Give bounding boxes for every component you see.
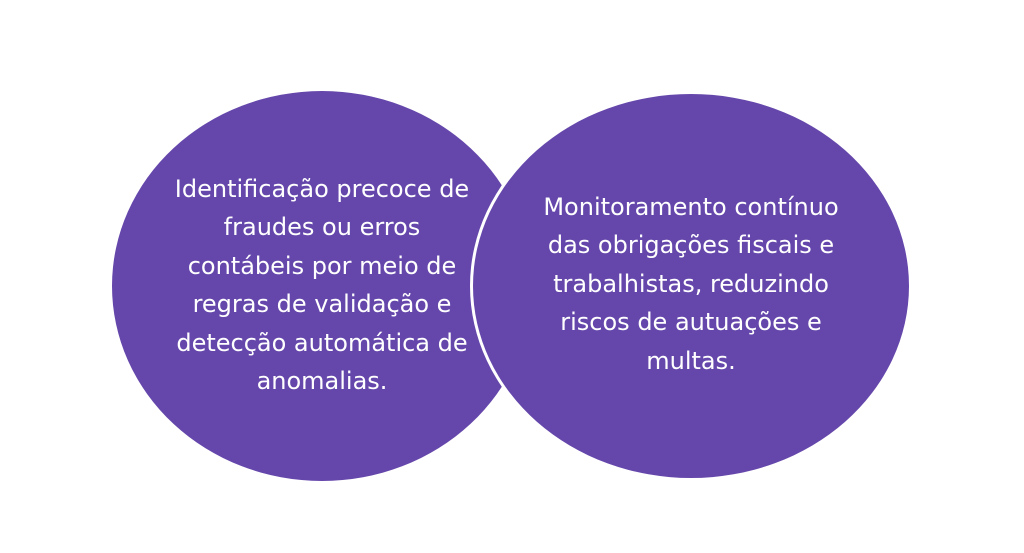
right-circle-text: Monitoramento contínuo das obrigações fi… [543,192,839,375]
left-circle: Identificação precoce de fraudes ou erro… [112,91,532,481]
left-circle-text: Identificação precoce de fraudes ou erro… [174,174,470,396]
right-circle: Monitoramento contínuo das obrigações fi… [470,91,912,481]
